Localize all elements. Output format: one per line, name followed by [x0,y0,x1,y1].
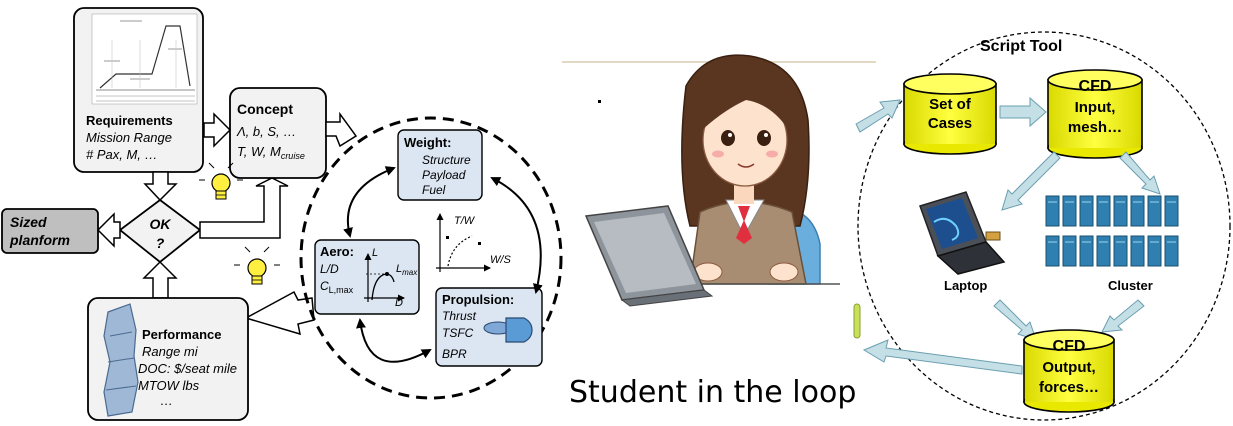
cluster-icon: Cluster [1045,195,1179,293]
design-loop: Requirements Mission Range # Pax, M, … C… [1,7,563,421]
ok-decision: OK ? [118,198,202,264]
concept-line2: T, W, M [237,144,281,159]
aero-line1: L/D [320,262,339,276]
student-laptop-icon [584,205,714,307]
cluster-label: Cluster [1108,278,1153,293]
script-tool-boundary [857,31,1231,421]
performance-item-3: … [160,393,173,408]
performance-item-1: DOC: $/seat mile [138,361,237,376]
arrow-aero-propulsion [356,318,432,363]
propulsion-item-1: TSFC [442,326,474,340]
propulsion-item-2: BPR [442,347,467,361]
concept-line2-group: T, W, Mcruise [237,144,305,161]
script-tool-diagram: Script Tool Set of Cases CFD Input, mesh… [853,31,1231,421]
wing-planform-icon [103,303,139,417]
arrow-req-to-concept [203,112,232,148]
concept-title: Concept [237,101,293,117]
sized-planform-box: Sized planform [1,208,99,254]
arrow-perf-to-ok [142,260,178,299]
cfd-input-line2: Input, [1075,99,1116,116]
arrow-laptop-to-output [993,299,1037,341]
aero-title: Aero: [320,244,354,259]
aero-plot-marker: L [396,263,402,275]
cfd-output-line1: CFD [1053,338,1086,355]
weight-item-2: Fuel [422,183,446,197]
laptop-label: Laptop [944,278,987,293]
arrow-concept-to-loop [325,111,358,148]
laptop-icon: Laptop [919,191,1006,293]
student-illustration: Student in the loop [562,54,876,410]
propulsion-title: Propulsion: [442,292,514,307]
concept-line2-sub: cruise [281,151,305,161]
set-of-cases-cylinder: Set of Cases [903,73,997,155]
arrow-cases-to-input [999,96,1047,128]
sized-line2: planform [9,232,70,248]
cfd-input-line3: mesh… [1068,119,1122,136]
aero-plot-y-label: L [372,247,378,259]
tw-ws-mini-plot: T/W W/S [436,213,511,272]
aero-plot-x-label: D [395,297,403,309]
propulsion-box: Propulsion: Thrust TSFC BPR [435,287,543,367]
cfd-output-cylinder: CFD Output, forces… [1023,329,1115,413]
arrow-weight-propulsion [490,177,543,294]
arrow-into-script-tool [855,99,901,133]
aero-box: Aero: L/D CL,max L D Lmax [314,239,420,315]
analysis-loop-circle [299,116,563,400]
student-caption: Student in the loop [569,375,856,410]
propulsion-item-0: Thrust [442,309,477,323]
weight-item-1: Payload [422,168,466,182]
lightbulb-icon-2 [234,246,280,285]
aero-plot-marker-group: Lmax [396,263,418,277]
cfd-output-line3: forces… [1039,379,1099,396]
performance-item-2: MTOW lbs [138,378,200,393]
concept-box: Concept Λ, b, S, … T, W, Mcruise [229,87,327,179]
sized-line1: Sized [10,214,47,230]
aero-line2-sub: L,max [329,285,354,295]
aero-plot-marker-sub: max [402,268,418,277]
arrow-input-to-cluster [1119,151,1161,195]
script-tool-title: Script Tool [980,38,1062,55]
arrow-input-to-laptop [1001,151,1061,211]
performance-box: Performance Range mi DOC: $/seat mile MT… [87,297,249,421]
arrow-req-to-ok [143,171,178,202]
arrow-ok-to-concept [199,177,289,239]
aero-line2: C [320,279,329,293]
lightbulb-icon [199,162,243,200]
weight-item-0: Structure [422,153,471,167]
arrow-output-to-student [862,339,1023,375]
cases-line2: Cases [928,115,972,132]
arrow-ok-to-sized [96,212,121,248]
performance-title: Performance [142,327,221,342]
weight-box: Weight: Structure Payload Fuel [397,129,483,201]
cfd-input-cylinder: CFD Input, mesh… [1047,69,1143,159]
cases-line1: Set of [929,96,972,113]
ok-line2: ? [156,235,165,251]
weight-title: Weight: [404,135,451,150]
requirements-box: Requirements Mission Range # Pax, M, … [73,7,204,173]
tw-plot-x-label: W/S [490,254,511,266]
performance-item-0: Range mi [142,344,199,359]
cfd-input-line1: CFD [1079,78,1112,95]
arrow-loop-to-perf [244,290,315,336]
concept-line1: Λ, b, S, … [236,124,296,139]
cfd-output-line2: Output, [1042,359,1095,376]
requirements-title: Requirements [86,113,173,128]
requirements-line2: # Pax, M, … [86,147,158,162]
mission-profile-chart [91,13,198,105]
ok-line1: OK [150,216,172,232]
lift-drag-mini-plot: L D Lmax [364,247,418,309]
requirements-line1: Mission Range [86,130,172,145]
aero-line2-group: CL,max [320,279,354,295]
engine-icon [483,317,533,343]
arrow-cluster-to-output [1101,299,1145,333]
tw-plot-y-label: T/W [454,215,476,227]
arrow-weight-aero [343,166,396,238]
